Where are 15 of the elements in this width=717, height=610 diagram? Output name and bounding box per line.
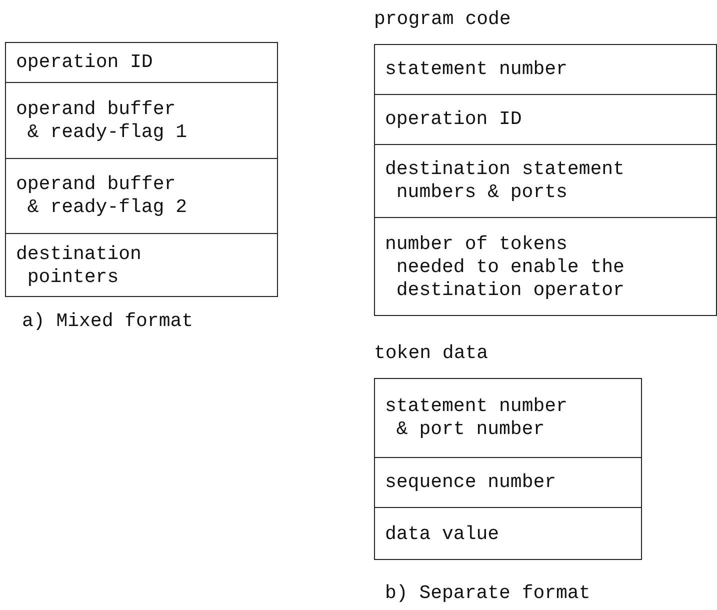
field-label: operand buffer & ready-flag 2 — [15, 173, 188, 219]
field-label: number of tokens needed to enable the destination operator — [384, 233, 626, 302]
table-heading: token data — [374, 342, 488, 364]
table-heading: program code — [374, 8, 511, 30]
field-label: statement number — [384, 58, 568, 81]
caption: a) Mixed format — [22, 310, 194, 332]
field-label: operand buffer & ready-flag 1 — [15, 98, 188, 144]
field-label: destination pointers — [15, 243, 142, 289]
caption: b) Separate format — [385, 582, 590, 604]
field-label: data value — [384, 523, 500, 546]
field-label: operation ID — [15, 51, 154, 74]
field-label: destination statement numbers & ports — [384, 158, 626, 204]
field-label: sequence number — [384, 471, 558, 494]
field-label: operation ID — [384, 108, 523, 131]
field-label: statement number & port number — [384, 395, 568, 441]
